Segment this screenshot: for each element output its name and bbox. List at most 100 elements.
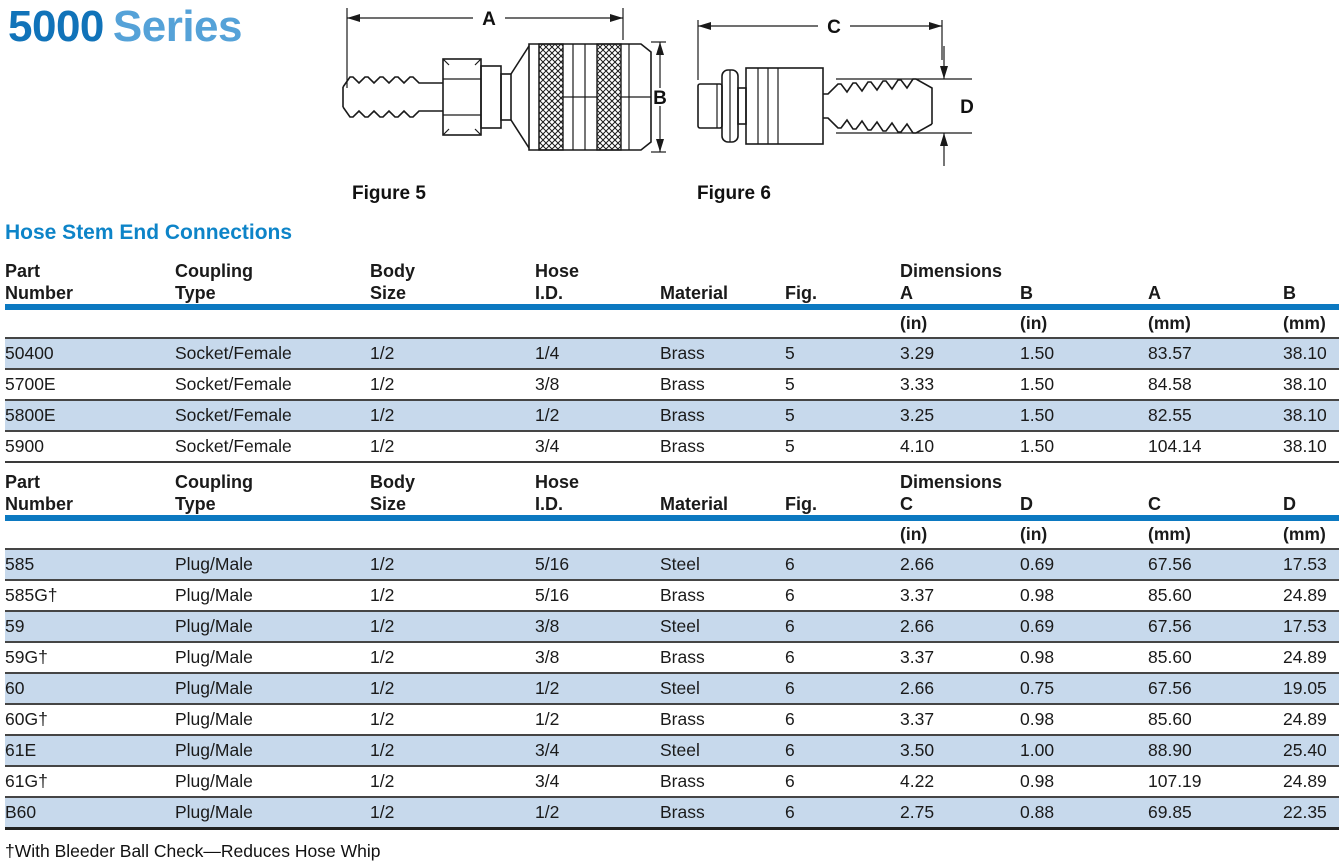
cell: Plug/Male	[175, 771, 253, 791]
cell: 5	[785, 436, 795, 456]
cell: 38.10	[1283, 400, 1339, 431]
cell: Socket/Female	[175, 400, 370, 431]
cell: Brass	[660, 374, 705, 394]
cell: 61G†	[5, 771, 48, 791]
cell: 82.55	[1148, 400, 1283, 431]
cell: Brass	[660, 400, 785, 431]
cell: 67.56	[1148, 549, 1283, 580]
unit-cell: (in)	[1020, 307, 1148, 338]
column-header: B	[1020, 252, 1148, 310]
cell: 0.98	[1020, 771, 1055, 791]
cell: 0.98	[1020, 709, 1055, 729]
unit-cell: (mm)	[1148, 307, 1283, 338]
unit-cell: (in)	[900, 307, 1020, 338]
unit-cell	[175, 307, 370, 338]
cell: Plug/Male	[175, 797, 370, 828]
figure5-caption: Figure 5	[352, 183, 426, 204]
section-title: Hose Stem End Connections	[5, 221, 293, 244]
units-row: (in)(in)(mm)(mm)	[5, 307, 1339, 338]
cell: 0.98	[1020, 585, 1055, 605]
cell: Socket/Female	[175, 436, 292, 456]
cell: 3.29	[900, 338, 1020, 369]
cell: 3/8	[535, 647, 560, 667]
cell: 38.10	[1283, 338, 1339, 369]
cell: 0.69	[1020, 611, 1148, 642]
cell: 0.69	[1020, 549, 1148, 580]
cell: 1/2	[370, 338, 535, 369]
cell: 1/2	[370, 647, 395, 667]
cell: Brass	[660, 338, 785, 369]
cell: 1/2	[535, 400, 660, 431]
unit-cell	[535, 518, 660, 549]
figure5-dim-b-label: B	[653, 88, 667, 109]
series-number: 5000	[8, 2, 104, 51]
cell: 6	[785, 709, 795, 729]
cell: 6	[785, 647, 795, 667]
column-header: D	[1283, 463, 1339, 521]
cell: 585	[5, 549, 175, 580]
cell: Plug/Male	[175, 673, 370, 704]
cell: 1/2	[370, 549, 535, 580]
cell: B60	[5, 797, 175, 828]
cell: 85.60	[1148, 709, 1192, 729]
cell: 3.37	[900, 585, 935, 605]
series-word: Series	[112, 2, 243, 51]
cell: 1/2	[370, 585, 395, 605]
unit-cell: (in)	[1020, 518, 1148, 549]
cell: 1/2	[370, 374, 395, 394]
cell: 104.14	[1148, 436, 1202, 456]
cell: 69.85	[1148, 797, 1283, 828]
cell: 3.37	[900, 647, 935, 667]
cell: 5700E	[5, 374, 56, 394]
unit-cell	[5, 307, 175, 338]
cell: 38.10	[1283, 436, 1327, 456]
cell: 3.50	[900, 735, 1020, 766]
column-header: Fig.	[785, 252, 900, 310]
cell: 1.50	[1020, 400, 1148, 431]
cell: 3.25	[900, 400, 1020, 431]
cell: 3.37	[900, 709, 935, 729]
cell: 84.58	[1148, 374, 1192, 394]
cell: Brass	[660, 771, 705, 791]
cell: 24.89	[1283, 771, 1327, 791]
cell: Brass	[660, 585, 705, 605]
cell: 5900	[5, 436, 44, 456]
cell: 60G†	[5, 709, 48, 729]
cell: 1/2	[370, 735, 535, 766]
cell: 2.66	[900, 673, 1020, 704]
cell: 60	[5, 673, 175, 704]
unit-cell: (mm)	[1283, 307, 1339, 338]
cell: Plug/Male	[175, 611, 370, 642]
cell: 1/2	[535, 673, 660, 704]
figure5-dim-a-label: A	[482, 9, 496, 30]
cell: 2.75	[900, 797, 1020, 828]
cell: 585G†	[5, 585, 58, 605]
cell: 5	[785, 400, 900, 431]
cell: Steel	[660, 735, 785, 766]
cell: 1/2	[370, 771, 395, 791]
unit-cell	[660, 307, 785, 338]
cell: 0.88	[1020, 797, 1148, 828]
cell: 61E	[5, 735, 175, 766]
cell: 50400	[5, 338, 175, 369]
column-header: Material	[660, 252, 785, 310]
cell: 6	[785, 735, 900, 766]
column-header: A	[1148, 252, 1283, 310]
cell: Plug/Male	[175, 549, 370, 580]
